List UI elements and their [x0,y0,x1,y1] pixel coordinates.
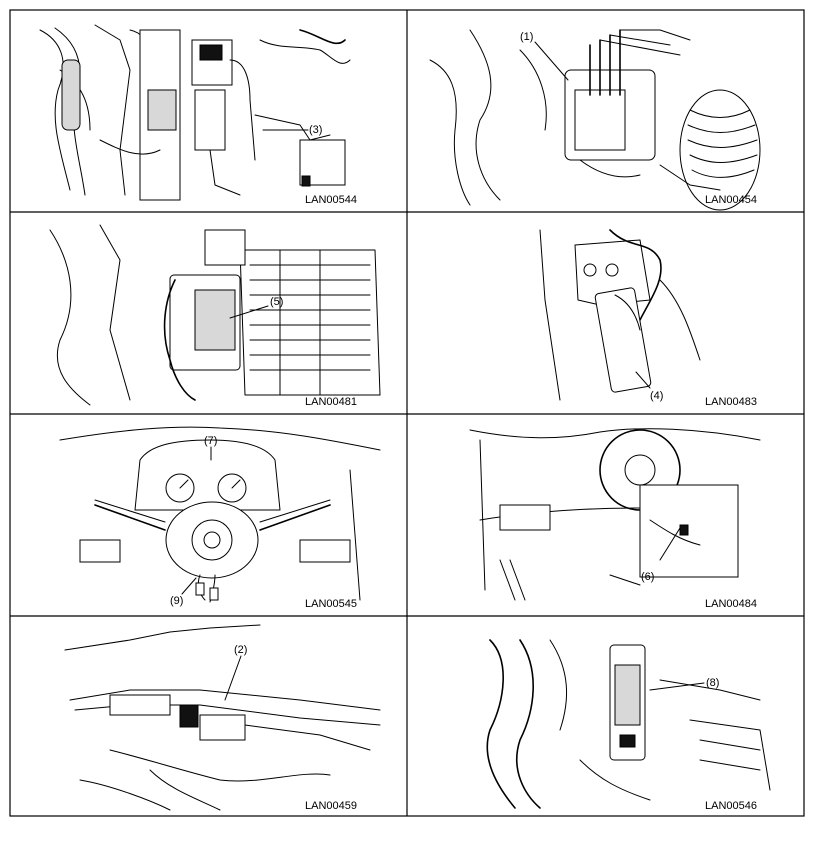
callout-1: (1) [520,31,533,43]
figure-id-label: LAN00545 [305,598,357,610]
figure-id-label: LAN00546 [705,800,757,812]
panel-lan00484: (6) LAN00484 [469,428,761,610]
figure-id-label: LAN00483 [705,396,757,408]
panel-lan00481: (5) LAN00481 [49,224,381,408]
figure-id-label: LAN00481 [305,396,357,408]
figure-id-label: LAN00484 [705,598,757,610]
panel-lan00459: (2) LAN00459 [64,624,381,812]
panel-lan00544: (3) LAN00544 [39,24,357,206]
callout-5: (5) [270,296,283,308]
figure-id-label: LAN00459 [305,800,357,812]
panel-lan00454: (1) LAN00454 [429,29,761,211]
callout-6: (6) [641,571,654,583]
figure-id-label: LAN00544 [305,194,357,206]
callout-2: (2) [234,644,247,656]
panel-lan00546: (8) LAN00546 [486,639,771,812]
panel-lan00483: (4) LAN00483 [539,229,757,408]
callout-4: (4) [650,390,663,402]
callout-8: (8) [706,677,719,689]
callout-7: (7) [204,435,217,447]
figure-id-label: LAN00454 [705,194,757,206]
callout-3: (3) [309,124,322,136]
panel-lan00545: (7) (9) LAN00545 [59,426,381,610]
callout-9: (9) [170,595,183,607]
